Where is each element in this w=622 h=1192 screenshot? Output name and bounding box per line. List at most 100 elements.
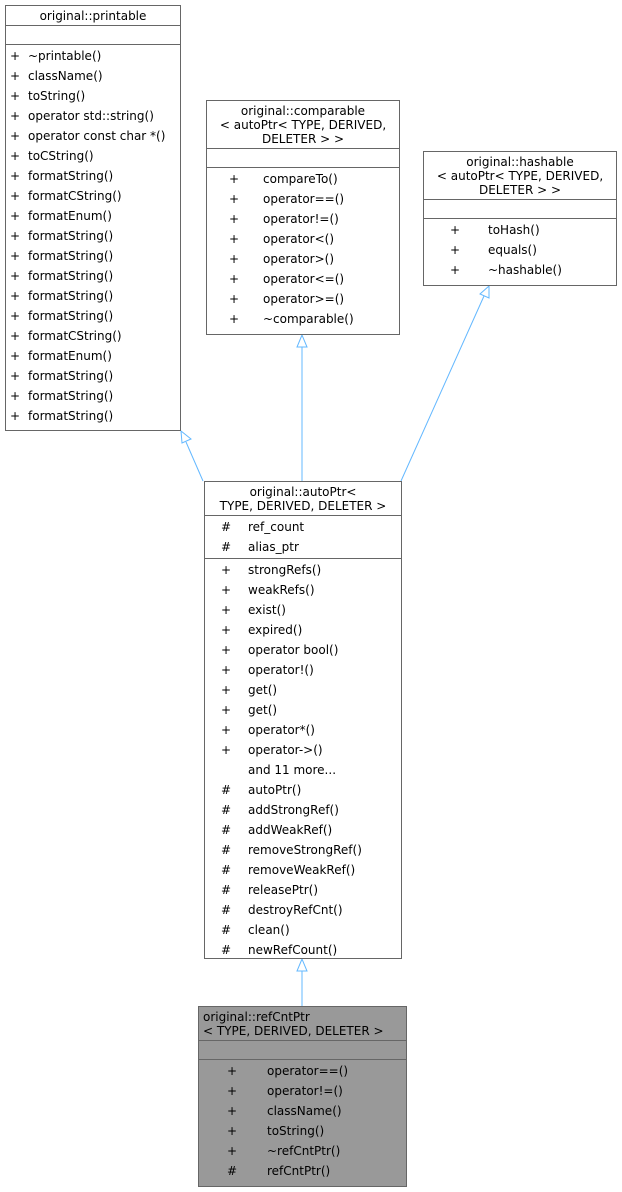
method-row[interactable]: +weakRefs() <box>205 580 401 600</box>
method-name: formatString() <box>28 269 114 283</box>
method-row[interactable]: +formatString() <box>6 166 180 186</box>
visibility-marker: + <box>10 369 21 383</box>
visibility-marker: # <box>221 903 232 917</box>
attribute-section <box>207 149 399 168</box>
method-row[interactable]: +formatString() <box>6 286 180 306</box>
method-row[interactable]: +formatString() <box>6 406 180 426</box>
class-title-line: original::hashable <box>466 155 574 169</box>
method-row[interactable]: #destroyRefCnt() <box>205 900 401 920</box>
method-row[interactable]: +expired() <box>205 620 401 640</box>
method-row[interactable]: +operator bool() <box>205 640 401 660</box>
method-row[interactable]: +formatString() <box>6 386 180 406</box>
visibility-marker: + <box>450 263 461 277</box>
visibility-marker: + <box>221 623 232 637</box>
method-row[interactable]: +formatCString() <box>6 326 180 346</box>
method-row[interactable]: +formatString() <box>6 366 180 386</box>
method-row[interactable]: +operator==() <box>207 189 399 209</box>
method-name: addWeakRef() <box>248 823 333 837</box>
method-row[interactable]: +className() <box>199 1101 406 1121</box>
method-row[interactable]: +operator==() <box>199 1061 406 1081</box>
edge-autoptr-printable <box>185 441 204 482</box>
method-row[interactable]: +formatString() <box>6 306 180 326</box>
attribute-row[interactable]: #alias_ptr <box>205 537 401 557</box>
method-row[interactable]: +formatCString() <box>6 186 180 206</box>
method-row[interactable]: +toHash() <box>424 220 616 240</box>
method-row[interactable]: # releasePtr() <box>205 880 401 900</box>
method-row[interactable]: +toString() <box>199 1121 406 1141</box>
class-title-line: < autoPtr< TYPE, DERIVED, <box>219 118 387 132</box>
method-name: formatEnum() <box>28 209 112 223</box>
method-row[interactable]: +operator<=() <box>207 269 399 289</box>
method-row[interactable]: and 11 more... <box>205 760 401 780</box>
method-row[interactable]: #newRefCount() <box>205 940 401 960</box>
method-row[interactable]: #removeStrongRef() <box>205 840 401 860</box>
method-row[interactable]: +operator->() <box>205 740 401 760</box>
method-name: clean() <box>248 923 290 937</box>
class-title-line: original::comparable <box>240 104 366 118</box>
visibility-marker: # <box>221 883 232 897</box>
method-row[interactable]: #addWeakRef() <box>205 820 401 840</box>
method-name: operator>=() <box>263 292 345 306</box>
method-row[interactable]: +~printable() <box>6 46 180 66</box>
method-row[interactable]: +exist() <box>205 600 401 620</box>
method-row[interactable]: +operator const char *() <box>6 126 180 146</box>
visibility-marker: + <box>229 232 240 246</box>
visibility-marker: + <box>221 563 232 577</box>
method-name: weakRefs() <box>248 583 315 597</box>
method-name: formatString() <box>28 389 114 403</box>
method-row[interactable]: +operator>() <box>207 249 399 269</box>
class-refcntptr[interactable]: original::refCntPtr< TYPE, DERIVED, DELE… <box>198 1006 407 1187</box>
method-row[interactable]: +compareTo() <box>207 169 399 189</box>
method-row[interactable]: + toString() <box>6 86 180 106</box>
method-row[interactable]: #refCntPtr() <box>199 1161 406 1181</box>
class-comparable[interactable]: original::comparable< autoPtr< TYPE, DER… <box>206 100 400 335</box>
method-row[interactable]: #autoPtr() <box>205 780 401 800</box>
method-row[interactable]: +toCString() <box>6 146 180 166</box>
method-row[interactable]: +operator std::string() <box>6 106 180 126</box>
class-hashable[interactable]: original::hashable< autoPtr< TYPE, DERIV… <box>423 151 617 286</box>
method-row[interactable]: +equals() <box>424 240 616 260</box>
visibility-marker: # <box>221 943 232 957</box>
method-row[interactable]: +operator!() <box>205 660 401 680</box>
visibility-marker: + <box>221 663 232 677</box>
method-row[interactable]: +operator!=() <box>207 209 399 229</box>
method-row[interactable]: +operator!=() <box>199 1081 406 1101</box>
method-row[interactable]: +~comparable() <box>207 309 399 329</box>
method-row[interactable]: +formatEnum() <box>6 206 180 226</box>
method-row[interactable]: +~hashable() <box>424 260 616 280</box>
method-name: refCntPtr() <box>267 1164 331 1178</box>
method-row[interactable]: +get() <box>205 680 401 700</box>
method-row[interactable]: +operator*() <box>205 720 401 740</box>
method-row[interactable]: +get() <box>205 700 401 720</box>
method-name: releasePtr() <box>248 883 318 897</box>
method-row[interactable]: +operator>=() <box>207 289 399 309</box>
method-row[interactable]: #clean() <box>205 920 401 940</box>
visibility-marker: + <box>10 329 21 343</box>
attribute-section <box>6 26 180 45</box>
method-row[interactable]: + ~refCntPtr() <box>199 1141 406 1161</box>
method-row[interactable]: +strongRefs() <box>205 560 401 580</box>
class-title: original::hashable< autoPtr< TYPE, DERIV… <box>424 152 616 200</box>
method-name: ~refCntPtr() <box>267 1144 341 1158</box>
method-name: ~comparable() <box>263 312 354 326</box>
method-name: operator!=() <box>263 212 339 226</box>
class-autoptr[interactable]: original::autoPtr<TYPE, DERIVED, DELETER… <box>204 481 402 959</box>
method-row[interactable]: #removeWeakRef() <box>205 860 401 880</box>
method-row[interactable]: +operator<() <box>207 229 399 249</box>
method-row[interactable]: +formatEnum() <box>6 346 180 366</box>
visibility-marker: + <box>227 1144 238 1158</box>
visibility-marker: + <box>10 349 21 363</box>
visibility-marker: + <box>10 89 21 103</box>
arrowhead-hashable <box>479 284 490 299</box>
attribute-row[interactable]: #ref_count <box>205 517 401 537</box>
method-row[interactable]: +formatString() <box>6 266 180 286</box>
method-row[interactable]: +formatString() <box>6 226 180 246</box>
class-printable[interactable]: original::printable +~printable()+classN… <box>5 5 181 431</box>
method-name: toHash() <box>488 223 540 237</box>
method-row[interactable]: +formatString() <box>6 246 180 266</box>
method-row[interactable]: +className() <box>6 66 180 86</box>
method-row[interactable]: #addStrongRef() <box>205 800 401 820</box>
method-name: toString() <box>28 89 86 103</box>
method-name: get() <box>248 683 278 697</box>
